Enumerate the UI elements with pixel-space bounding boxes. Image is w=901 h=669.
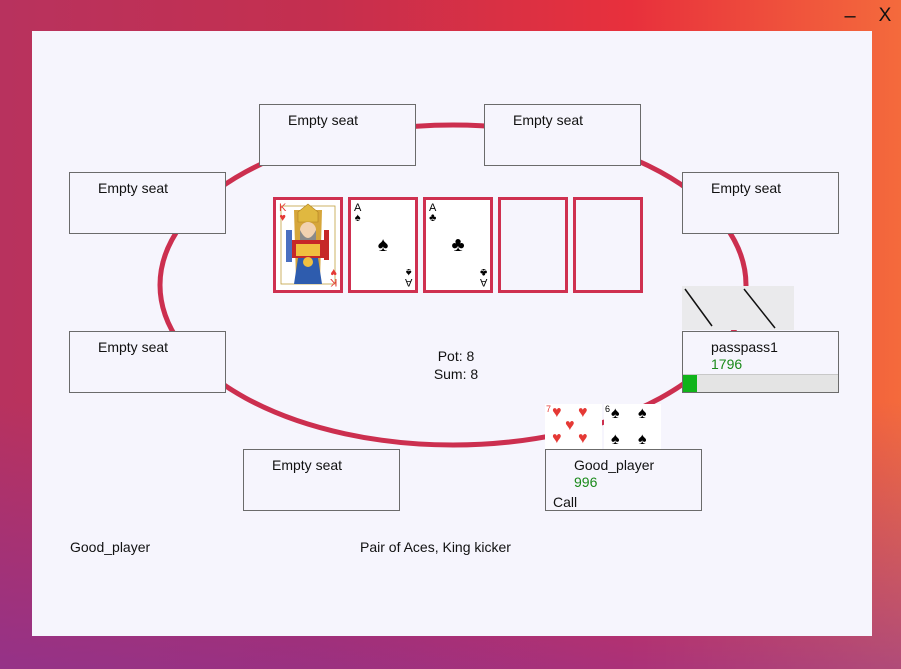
board-card-slot-turn [498,197,568,293]
hand-description: Pair of Aces, King kicker [360,539,511,555]
card-corner-bottom: K♥ [329,266,337,288]
turn-timer-fill [683,375,697,392]
card-rank: 6 [605,404,611,414]
board-card-ace-clubs: A♣ ♣ A♣ [423,197,493,293]
seat-upper-left[interactable]: Empty seat [69,172,226,234]
turn-timer-bar [683,374,838,392]
spade-icon: ♠ [638,431,647,448]
seat-lower-left[interactable]: Empty seat [69,331,226,393]
player-action: Call [553,494,578,510]
spade-icon: ♠ [377,234,389,256]
seat-top-right[interactable]: Empty seat [484,104,641,166]
pot-amount: Pot: 8 [437,348,475,364]
board-card-slot-river [573,197,643,293]
seat-bottom-left[interactable]: Empty seat [243,449,400,511]
player-name: passpass1 [711,339,778,355]
card-corner-bottom: A♠ [404,266,412,288]
poker-table [157,122,749,448]
seat-label: Empty seat [288,112,359,128]
card-corner-top: K♥ [279,202,287,224]
heart-icon: ♥ [552,430,562,447]
spade-icon: ♠ [611,431,620,448]
king-hearts-face [280,203,336,285]
card-rank: 7 [546,404,552,414]
heart-icon: ♥ [552,404,562,421]
minimize-button[interactable]: – [844,5,856,27]
hole-card-6-spades: 6 ♠ ♠ ♠ ♠ [604,404,661,450]
seat-label: Empty seat [98,339,169,355]
board-card-ace-spades: A♠ ♠ A♠ [348,197,418,293]
seat-hero[interactable]: Good_player 996 Call [545,449,702,511]
seat-top-left[interactable]: Empty seat [259,104,416,166]
club-icon: ♣ [451,234,465,256]
board-card-king-hearts: K♥ K♥ [273,197,343,293]
card-corner-top: A♣ [429,202,437,224]
card-corner-top: A♠ [354,202,362,224]
opponent-card-back [682,286,738,330]
heart-icon: ♥ [565,417,575,434]
spade-icon: ♠ [611,405,620,422]
player-name: Good_player [574,457,655,473]
heart-icon: ♥ [578,430,588,447]
spade-icon: ♠ [638,405,647,422]
heart-icon: ♥ [578,404,588,421]
seat-label: Empty seat [98,180,169,196]
current-player-name: Good_player [70,539,151,555]
player-chips: 996 [574,474,598,490]
seat-label: Empty seat [711,180,782,196]
seat-opponent[interactable]: passpass1 1796 [682,331,839,393]
hole-card-7-hearts: 7 ♥ ♥ ♥ ♥ ♥ [545,404,602,450]
player-chips: 1796 [711,356,743,372]
close-button[interactable]: X [878,5,892,26]
opponent-card-back [738,286,794,330]
card-corner-bottom: A♣ [479,266,487,288]
seat-label: Empty seat [272,457,343,473]
seat-upper-right[interactable]: Empty seat [682,172,839,234]
poker-table-panel: Empty seat Empty seat Empty seat Empty s… [32,31,872,636]
seat-label: Empty seat [513,112,584,128]
pot-sum: Sum: 8 [433,366,479,382]
